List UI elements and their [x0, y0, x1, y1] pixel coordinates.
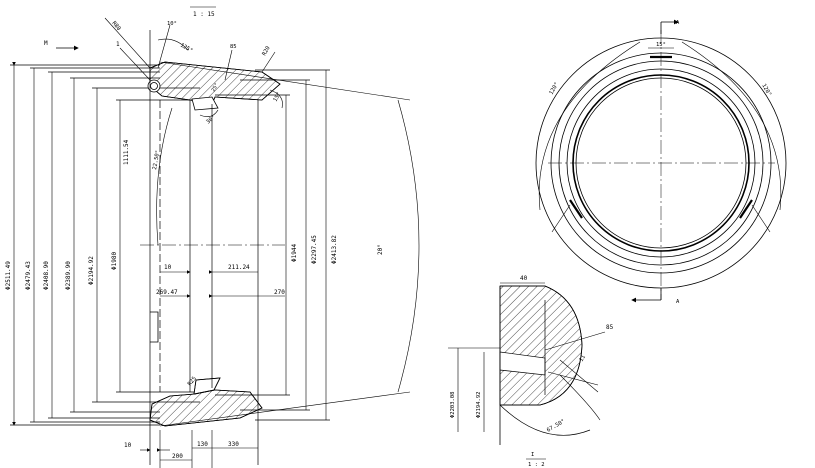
top-annotations [104, 17, 283, 246]
detail-dim-11-label: 11 [579, 354, 588, 363]
dim-10b-label: 10 [124, 442, 132, 449]
dim-270-label: 270 [274, 289, 285, 296]
detail-d2194-label: Φ2194.92 [476, 392, 482, 419]
angle-15-top-label: 15° [656, 42, 666, 48]
dim-200-label: 200 [172, 453, 183, 460]
dim-d2479: Φ2479.43 [25, 261, 32, 290]
top-ring-section [147, 61, 281, 111]
end-view: A A 15° 120° 120° [535, 19, 787, 305]
r-top-label: R80 [110, 20, 121, 31]
dim-d2413: Φ2413.82 [331, 235, 338, 264]
dim-d2389: Φ2389.90 [65, 261, 72, 290]
ref-1-label: 1 [116, 41, 120, 48]
detail-d2203-label: Φ2203.08 [450, 392, 456, 419]
angle-120-right-label: 120° [760, 83, 772, 97]
dim-d2511: Φ2511.49 [5, 261, 12, 290]
detail-dim-40-label: 40 [520, 275, 528, 282]
detail-dim-85-label: 85 [606, 324, 614, 331]
dim-130-label: 130 [197, 441, 208, 448]
a-top-label: A [676, 20, 680, 26]
angle-125-label: 125° [179, 43, 193, 55]
middle-dims [160, 270, 285, 298]
detail-scale-label: 1 : 2 [528, 462, 545, 468]
scale-heading-top: 1 : 15 [190, 6, 216, 18]
bottom-dims [140, 430, 258, 468]
angle-25-label: 25° [211, 82, 221, 93]
dim-269-label: 269.47 [156, 289, 178, 296]
angle-20-construction [159, 61, 420, 427]
angle-15-label: 15° [273, 91, 283, 103]
dim-d2194: Φ2194.92 [88, 256, 95, 285]
angle-2250-label: 22.50° [152, 150, 161, 171]
angle-120-left-label: 120° [549, 82, 561, 96]
bottom-ring-section [149, 377, 263, 427]
body-vertical-lines [149, 30, 259, 465]
angle-20-label: 20° [377, 244, 384, 255]
dim-d1980: Φ1980 [111, 252, 118, 270]
body-notch [150, 311, 159, 343]
angle-10-label: 10° [167, 21, 177, 27]
section-view: 1 : 15 M [5, 6, 420, 468]
angle-30-label: 30° [205, 115, 216, 126]
section-a-markers [631, 19, 679, 303]
detail-scale-head: I [531, 452, 534, 458]
outline-lines [10, 64, 330, 426]
detail-view: 40 85 11 67.50° Φ2203.08 Φ2194.92 I 1 : … [448, 275, 614, 468]
dim-211-label: 211.24 [228, 264, 250, 271]
m-mark-label: M [44, 40, 48, 47]
r-20-label: R20 [262, 45, 272, 57]
dim-d2408: Φ2408.90 [43, 261, 50, 290]
r-25-label: R25 [187, 376, 198, 387]
dim-85-label: 85 [230, 44, 237, 50]
m-view-arrow: M [44, 40, 79, 51]
dim-111-label: 1111.54 [123, 139, 130, 165]
diameter-dim-lines [12, 62, 327, 426]
slot-marks [569, 55, 753, 219]
dim-10a-label: 10 [164, 264, 172, 271]
detail-angle-6750-label: 67.50° [546, 419, 566, 434]
scale-top-label: 1 : 15 [193, 11, 215, 18]
dim-d1944: Φ1944 [291, 244, 298, 262]
a-bottom-label: A [676, 299, 680, 305]
dim-330-label: 330 [228, 441, 239, 448]
dim-d2297: Φ2297.45 [311, 235, 318, 264]
